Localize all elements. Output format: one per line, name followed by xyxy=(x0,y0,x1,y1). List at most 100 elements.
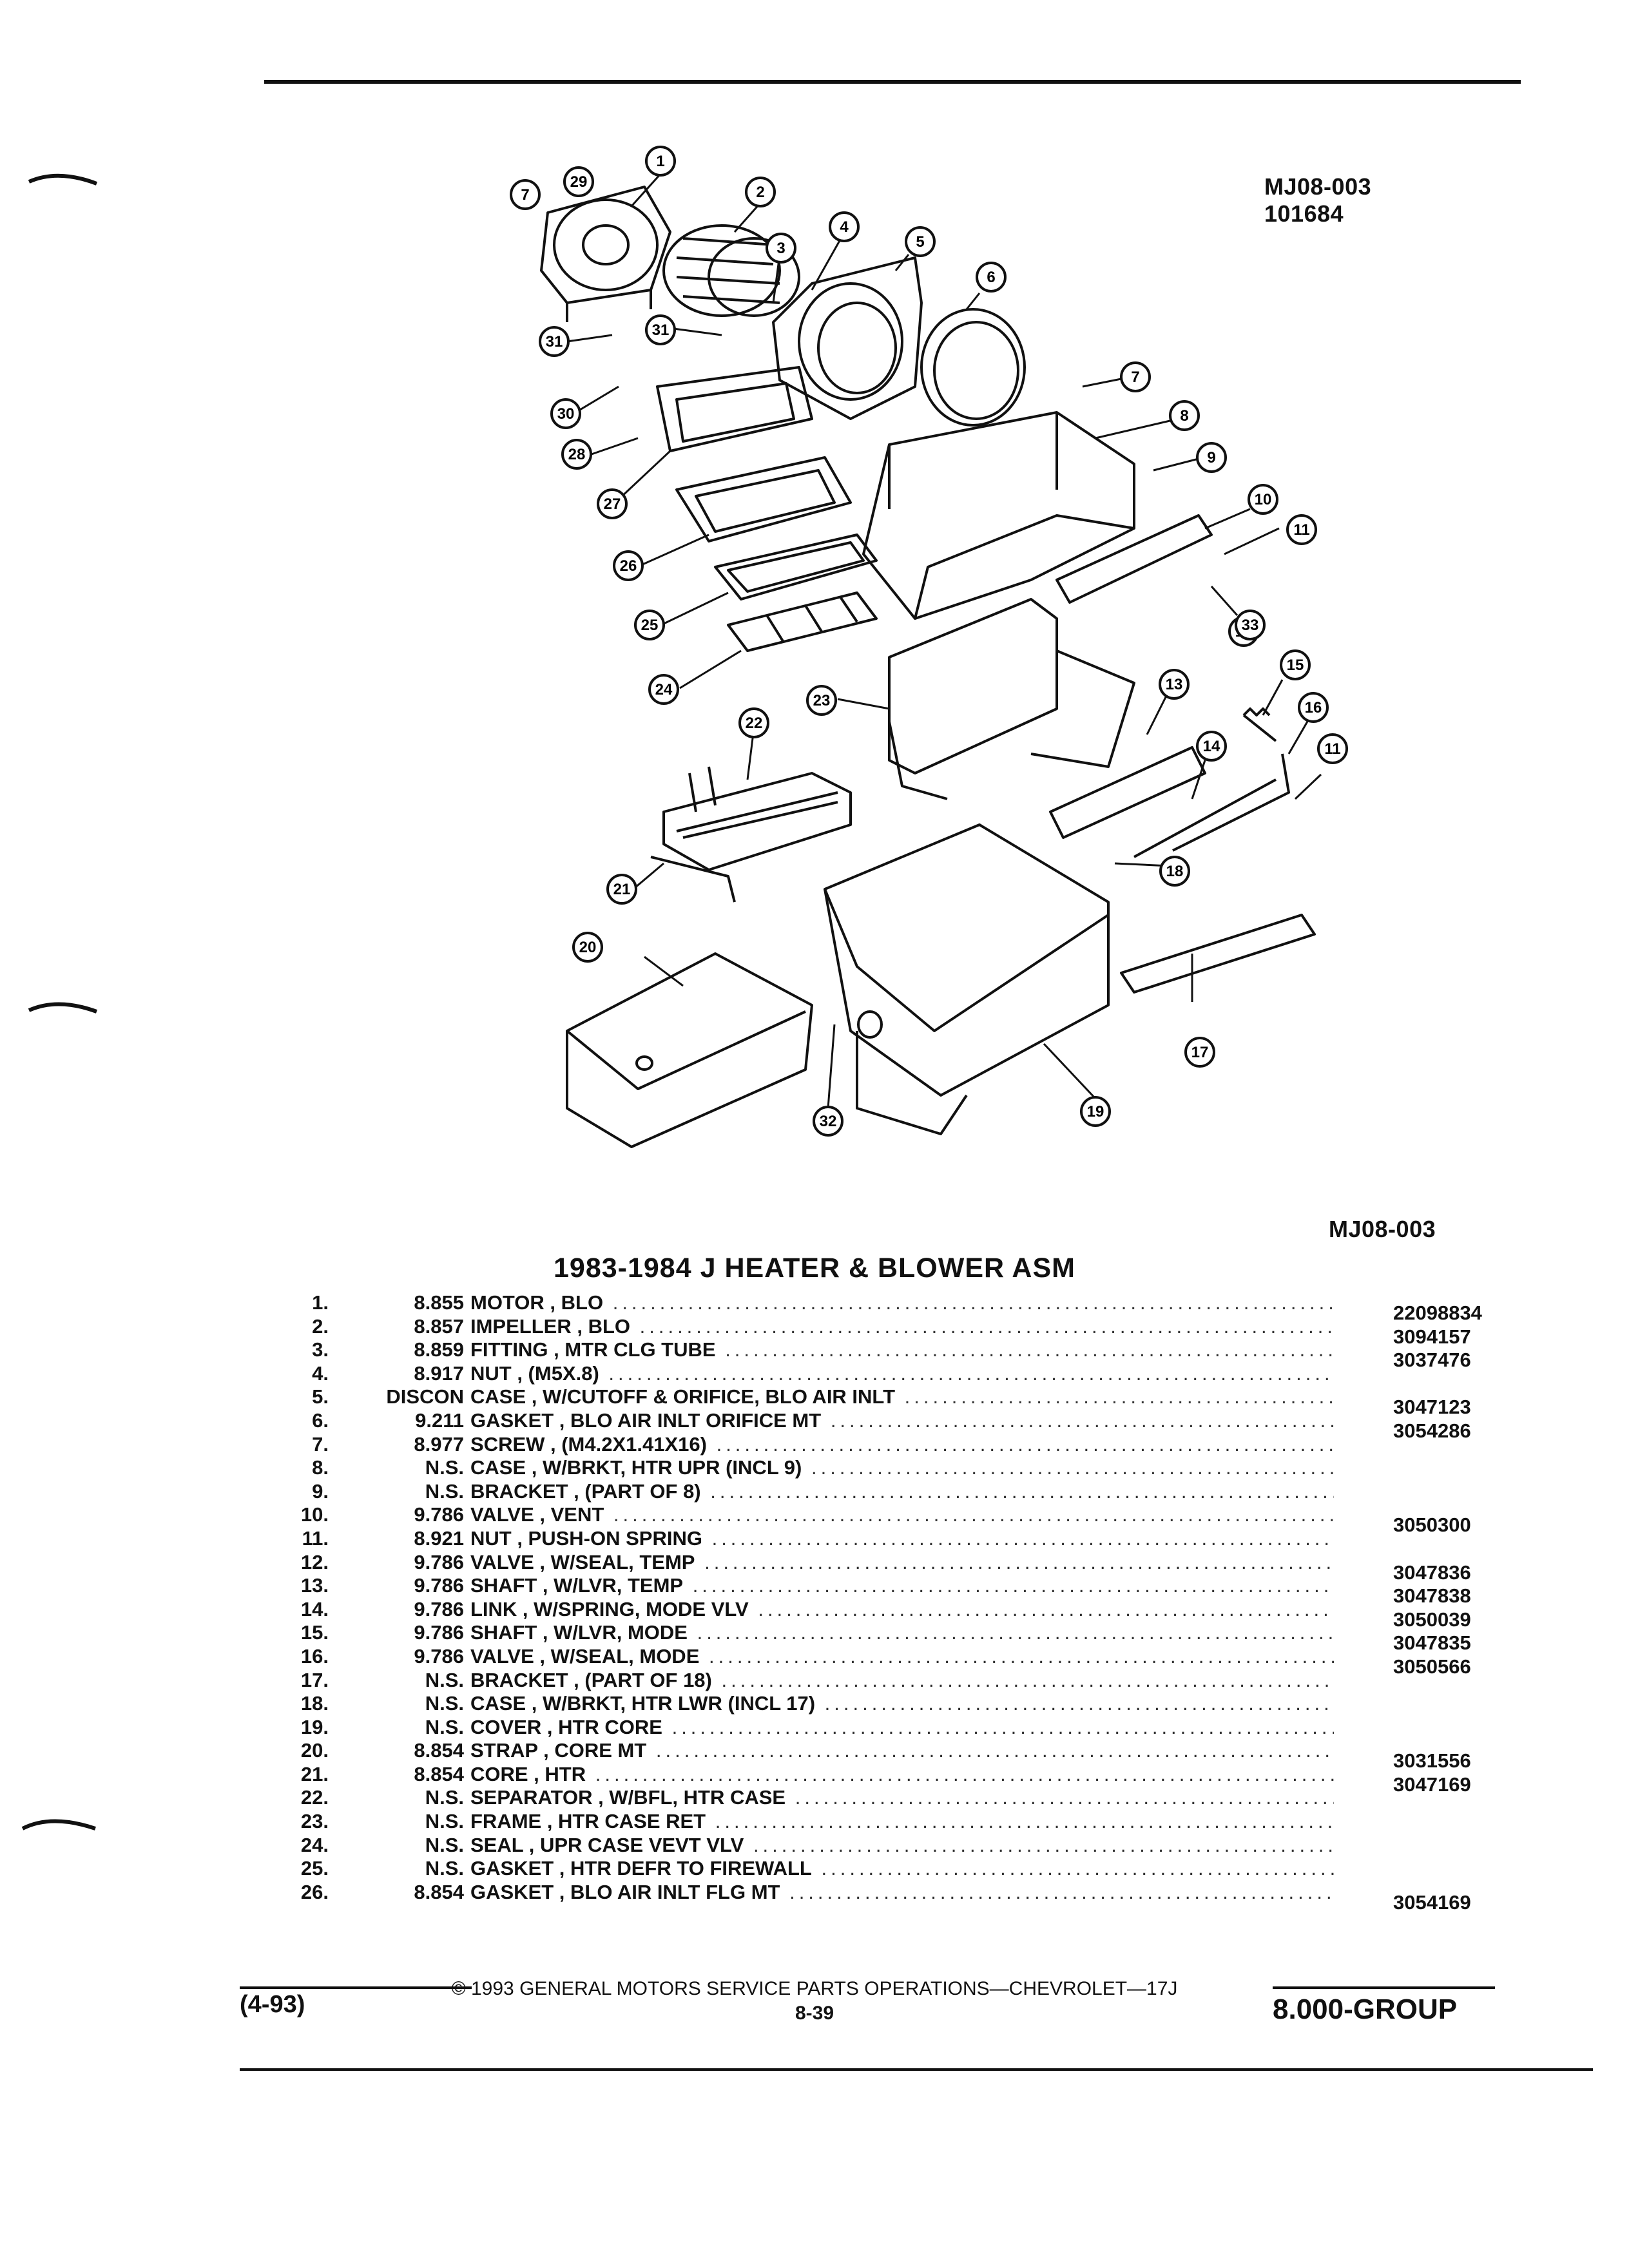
leader-dots: ........................................… xyxy=(708,1644,1334,1667)
callout-3: 3 xyxy=(766,233,796,264)
catalog-code: 9.786 xyxy=(414,1621,464,1644)
part-description-text: BRACKET , (PART OF 8) xyxy=(470,1479,701,1503)
item-number: 10. xyxy=(300,1503,329,1526)
callout-16: 16 xyxy=(1298,692,1329,723)
catalog-code: 8.854 xyxy=(414,1880,464,1903)
part-description: VALVE , W/SEAL, MODE ...................… xyxy=(470,1645,1334,1669)
parts-list-row: 19.N.S.COVER , HTR CORE ................… xyxy=(258,1716,1521,1740)
parts-list-row: 18.N.S.CASE , W/BRKT, HTR LWR (INCL 17) … xyxy=(258,1692,1521,1716)
part-number: 3047836 xyxy=(1393,1561,1471,1584)
item-number: 22. xyxy=(300,1786,329,1809)
svg-text:9: 9 xyxy=(1207,449,1215,466)
callout-7: 7 xyxy=(1120,361,1151,392)
catalog-code: N.S. xyxy=(425,1456,464,1479)
svg-text:32: 32 xyxy=(820,1113,837,1130)
leader-dots: ........................................… xyxy=(608,1361,1334,1385)
item-number: 8. xyxy=(312,1456,329,1479)
svg-text:21: 21 xyxy=(613,881,631,898)
item-number: 4. xyxy=(312,1361,329,1385)
callout-10: 10 xyxy=(1248,484,1278,515)
leader-dots: ........................................… xyxy=(697,1621,1334,1644)
callout-28: 28 xyxy=(561,439,592,470)
catalog-code: 9.786 xyxy=(414,1550,464,1573)
svg-text:17: 17 xyxy=(1191,1044,1209,1061)
part-description: SHAFT , W/LVR, MODE ....................… xyxy=(470,1621,1334,1645)
part-number: 3037476 xyxy=(1393,1349,1471,1372)
part-number: 3047123 xyxy=(1393,1396,1471,1419)
catalog-code: 9.786 xyxy=(414,1597,464,1620)
part-description: CASE , W/BRKT, HTR UPR (INCL 9) ........… xyxy=(470,1456,1334,1480)
part-description-text: GASKET , BLO AIR INLT FLG MT xyxy=(470,1880,780,1903)
svg-text:6: 6 xyxy=(987,269,995,286)
part-description: SCREW , (M4.2X1.41X16) .................… xyxy=(470,1433,1334,1457)
item-number: 5. xyxy=(312,1385,329,1408)
catalog-code: N.S. xyxy=(425,1833,464,1856)
leader-dots: ........................................… xyxy=(595,1762,1334,1785)
part-description: FRAME , HTR CASE RET ...................… xyxy=(470,1810,1334,1834)
svg-text:2: 2 xyxy=(756,184,764,201)
part-number: 3047838 xyxy=(1393,1584,1471,1608)
svg-text:16: 16 xyxy=(1305,699,1322,716)
reference-code: MJ08-003 xyxy=(1264,173,1372,200)
callout-7: 7 xyxy=(510,179,541,210)
callout-4: 4 xyxy=(829,211,860,242)
part-description: GASKET , BLO AIR INLT ORIFICE MT .......… xyxy=(470,1409,1334,1433)
leader-dots: ........................................… xyxy=(821,1857,1334,1880)
part-number: 3050039 xyxy=(1393,1608,1471,1631)
item-number: 7. xyxy=(312,1432,329,1456)
svg-text:26: 26 xyxy=(620,557,637,575)
part-description-text: CASE , W/BRKT, HTR UPR (INCL 9) xyxy=(470,1456,802,1479)
part-description: CASE , W/BRKT, HTR LWR (INCL 17) .......… xyxy=(470,1692,1334,1716)
part-description: FITTING , MTR CLG TUBE .................… xyxy=(470,1338,1334,1362)
catalog-code: 8.857 xyxy=(414,1314,464,1338)
catalog-code: 9.786 xyxy=(414,1574,464,1597)
catalog-code: 8.854 xyxy=(414,1739,464,1762)
svg-text:25: 25 xyxy=(641,617,659,634)
part-description: CORE , HTR .............................… xyxy=(470,1763,1334,1787)
group-label: 8.000-GROUP xyxy=(1273,1994,1458,2025)
case-frame xyxy=(727,591,878,652)
callout-19: 19 xyxy=(1080,1096,1111,1127)
callout-17: 17 xyxy=(1184,1037,1215,1068)
callout-20: 20 xyxy=(572,932,603,963)
temp-valve xyxy=(1049,746,1206,839)
top-rule xyxy=(264,80,1521,84)
part-description-text: SHAFT , W/LVR, MODE xyxy=(470,1621,688,1644)
svg-text:33: 33 xyxy=(1242,617,1259,634)
leader-dots: ........................................… xyxy=(671,1715,1334,1738)
mode-shaft xyxy=(1172,753,1290,852)
parts-list-row: 25.N.S.GASKET , HTR DEFR TO FIREWALL ...… xyxy=(258,1857,1521,1881)
catalog-code: 8.854 xyxy=(414,1762,464,1785)
part-description-text: BRACKET , (PART OF 18) xyxy=(470,1668,712,1691)
part-description: NUT , (M5X.8) ..........................… xyxy=(470,1362,1334,1386)
part-description: IMPELLER , BLO .........................… xyxy=(470,1315,1334,1339)
part-description: NUT , PUSH-ON SPRING ...................… xyxy=(470,1527,1334,1551)
svg-text:18: 18 xyxy=(1166,863,1184,880)
catalog-code: 8.917 xyxy=(414,1361,464,1385)
callout-24: 24 xyxy=(648,674,679,705)
bottom-rule xyxy=(240,2068,1593,2071)
svg-text:19: 19 xyxy=(1087,1103,1104,1120)
svg-text:30: 30 xyxy=(557,405,575,423)
callout-2: 2 xyxy=(745,177,776,207)
part-description: CASE , W/CUTOFF & ORIFICE, BLO AIR INLT … xyxy=(470,1385,1334,1409)
part-description-text: MOTOR , BLO xyxy=(470,1291,604,1314)
callout-25: 25 xyxy=(634,610,665,640)
item-number: 2. xyxy=(312,1314,329,1338)
item-number: 3. xyxy=(312,1338,329,1361)
part-number: 3047169 xyxy=(1393,1773,1471,1796)
leader-dots: ........................................… xyxy=(715,1810,1334,1833)
item-number: 15. xyxy=(300,1621,329,1644)
leader-dots: ........................................… xyxy=(795,1786,1334,1809)
callout-18: 18 xyxy=(1159,856,1190,887)
part-description-text: LINK , W/SPRING, MODE VLV xyxy=(470,1597,749,1620)
part-number: 22098834 xyxy=(1393,1302,1482,1324)
part-description: VALVE , VENT ...........................… xyxy=(470,1503,1334,1527)
